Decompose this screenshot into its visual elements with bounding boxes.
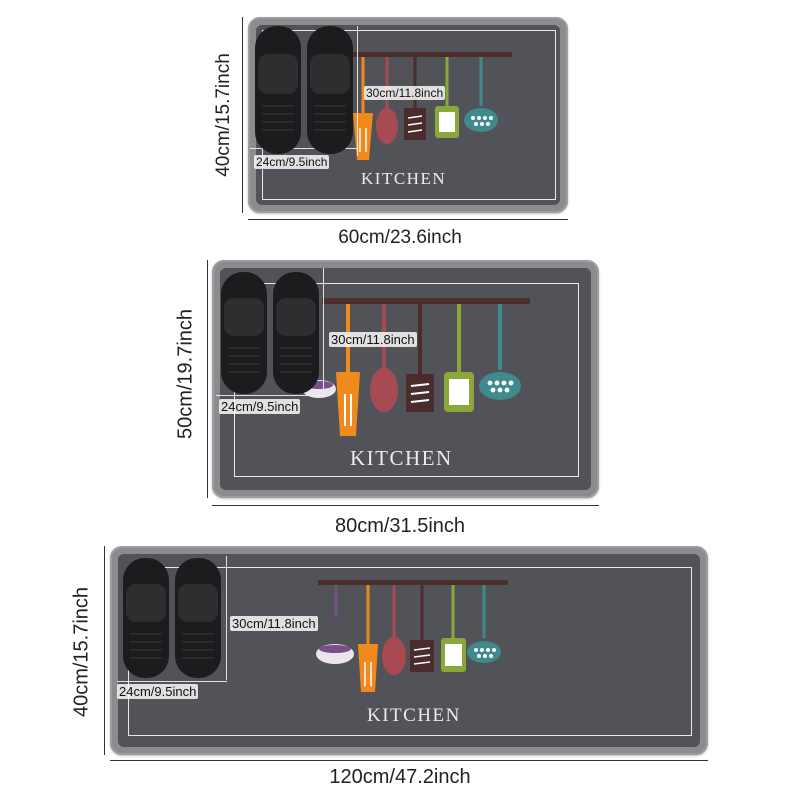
kitchen-label: KITCHEN [361, 169, 447, 188]
utensil-height-label: 30cm/11.8inch [230, 616, 318, 631]
slippers-icon [221, 272, 319, 394]
slipper-width-label: 24cm/9.5inch [117, 684, 199, 699]
height-dimension-line [242, 17, 243, 213]
utensil-height-label: 30cm/11.8inch [329, 332, 417, 347]
height-label: 40cm/15.7inch [213, 53, 234, 177]
height-label: 40cm/15.7inch [70, 586, 93, 718]
slippers-icon [255, 26, 353, 154]
width-label: 60cm/23.6inch [338, 227, 462, 248]
utensil-rack-icon [322, 298, 530, 436]
slipper-width-label: 24cm/9.5inch [219, 399, 301, 414]
utensil-rack-icon [318, 580, 508, 692]
utensil-height-marker [323, 268, 324, 394]
kitchen-label: KITCHEN [350, 446, 453, 470]
width-label: 80cm/31.5inch [334, 515, 466, 537]
utensil-rack-icon [347, 52, 512, 160]
utensil-height-label: 30cm/11.8inch [364, 86, 446, 100]
height-dimension-line [104, 546, 105, 755]
slipper-width-label: 24cm/9.5inch [254, 155, 330, 169]
kitchen-label: KITCHEN [367, 705, 461, 726]
utensil-height-marker [357, 26, 358, 156]
width-dimension-line [212, 505, 599, 506]
height-dimension-line [207, 260, 208, 498]
slipper-width-marker [216, 395, 324, 396]
width-dimension-line [248, 219, 568, 220]
height-label: 50cm/19.7inch [174, 308, 197, 440]
slippers-icon [123, 558, 221, 678]
width-dimension-line [110, 760, 708, 761]
bowl-icon [316, 644, 354, 664]
slipper-width-marker [117, 681, 227, 682]
width-label: 120cm/47.2inch [329, 766, 471, 788]
utensil-height-marker [226, 556, 227, 680]
slipper-width-marker [250, 148, 357, 149]
